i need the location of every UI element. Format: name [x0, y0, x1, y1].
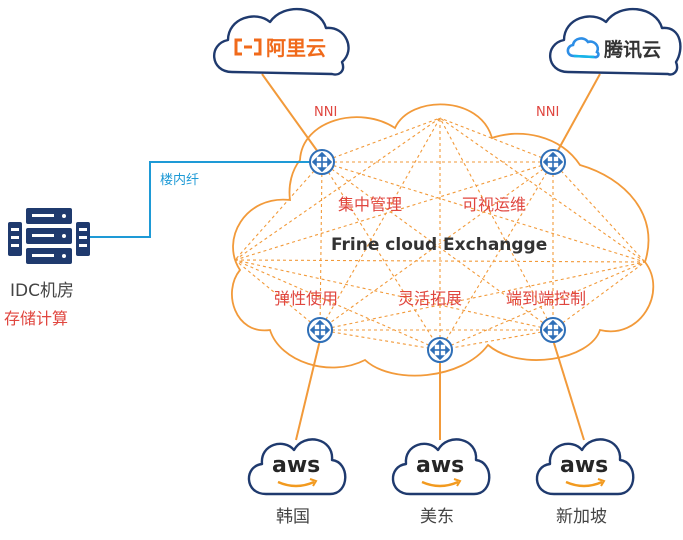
idc-title: IDC机房: [10, 281, 74, 301]
region-label-1: 美东: [420, 507, 454, 527]
aws-logo-0: aws: [272, 453, 320, 478]
aliyun-logo-icon: [234, 38, 262, 56]
server-rack-icon: [8, 208, 90, 264]
nni-left-label: NNI: [314, 105, 337, 120]
tencent-label: 腾讯云: [603, 38, 661, 61]
aws-cloud-1: aws: [391, 438, 491, 496]
router-icon-top-left: [309, 149, 335, 175]
aliyun-label: 阿里云: [266, 36, 326, 60]
aliyun-cloud: 阿里云: [213, 7, 350, 76]
exchange-cloud-outline: [231, 103, 655, 377]
nni-right-label: NNI: [536, 105, 559, 120]
region-label-0: 韩国: [276, 507, 310, 527]
uplinks: [261, 73, 601, 441]
aws-cloud-0: aws: [247, 438, 347, 496]
router-icon-bottom-left: [307, 317, 333, 343]
aws-logo-1: aws: [416, 453, 464, 478]
idc-subtitle: 存储计算: [4, 309, 68, 328]
aws-logo-2: aws: [560, 453, 608, 478]
router-icon-top-right: [540, 149, 566, 175]
exchange-name: Frine cloud Exchangge: [331, 235, 547, 255]
region-label-2: 新加坡: [556, 507, 607, 527]
feature-label-2: 弹性使用: [274, 289, 338, 308]
tencent-cloud: 腾讯云: [549, 7, 682, 76]
aws-cloud-2: aws: [535, 438, 635, 496]
mesh-lines: [234, 117, 646, 351]
feature-label-1: 可视运维: [462, 195, 526, 214]
building-fiber-label: 楼内纤: [160, 172, 199, 188]
feature-label-4: 端到端控制: [506, 289, 586, 308]
router-icon-bottom-right: [540, 317, 566, 343]
tencent-logo-icon: [566, 37, 600, 59]
feature-label-0: 集中管理: [338, 195, 402, 214]
building-fiber-line: [90, 161, 310, 238]
router-icon-bottom-center: [427, 337, 453, 363]
feature-label-3: 灵活拓展: [398, 289, 462, 308]
